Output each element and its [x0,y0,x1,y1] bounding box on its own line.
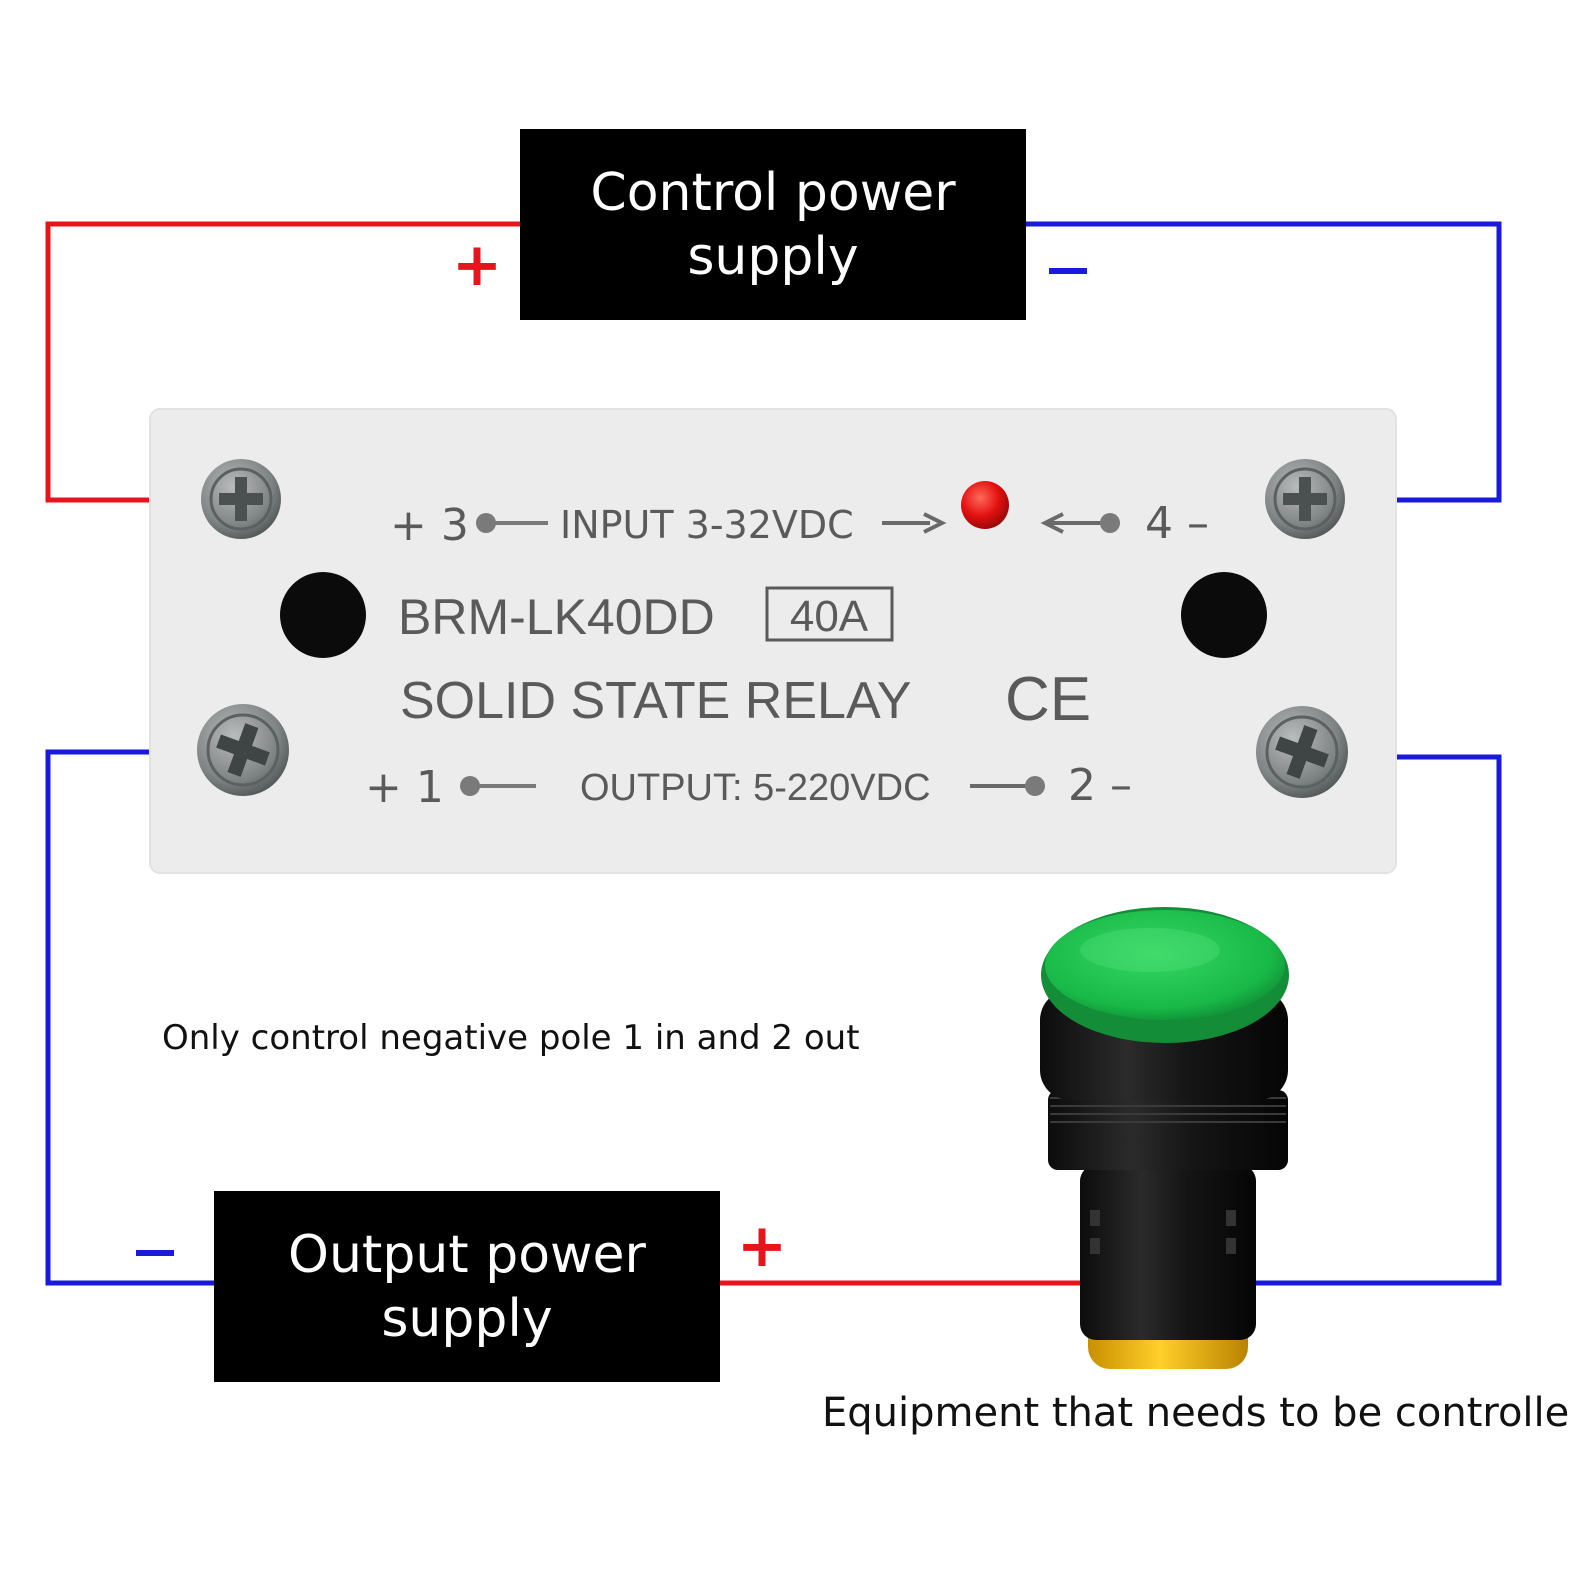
input-arrow-right-icon [923,512,947,534]
input-dot-right [1100,513,1120,533]
mounting-hole-right [1181,572,1267,658]
output-negative-wire-left [45,749,214,1286]
mounting-hole-left [280,572,366,658]
output-negative-wire-right [1245,754,1502,1286]
wiring-note: Only control negative pole 1 in and 2 ou… [162,1018,860,1058]
relay-rating: 40A [790,592,869,641]
screw-terminal-1 [197,704,289,796]
screw-terminal-3 [201,459,281,539]
control-positive-wire [45,221,520,503]
ce-mark: CE [1005,665,1091,734]
rating-box [765,586,894,642]
indicator-lamp-icon [1040,907,1289,1369]
input-arrow-left-icon [1040,512,1064,534]
control-power-supply-box: Control power supply [520,129,1026,320]
output-terminal-right-label: 2 – [1068,760,1132,811]
output-plus-sign: + [737,1211,787,1281]
control-minus-sign [1049,268,1087,274]
equipment-label: Equipment that needs to be controlled [822,1390,1569,1436]
output-power-supply-box: Output power supply [214,1191,720,1382]
screw-terminal-2 [1256,706,1348,798]
relay-type: SOLID STATE RELAY [400,672,911,730]
output-supply-line1: Output power [288,1224,646,1285]
control-plus-sign: + [452,230,502,300]
output-dot-right [1025,776,1045,796]
input-rating-label: INPUT 3-32VDC [560,503,854,547]
control-supply-line2: supply [687,226,859,287]
control-supply-line1: Control power [590,162,956,223]
screw-terminal-4 [1265,459,1345,539]
control-negative-wire [1026,221,1502,503]
relay-model: BRM-LK40DD [398,589,715,645]
output-terminal-left-label: + 1 [365,762,444,813]
indicator-led [961,481,1009,529]
solid-state-relay: + 3 INPUT 3-32VDC 4 – BRM-LK40DD 40A SOL… [149,408,1397,874]
input-terminal-right-label: 4 – [1145,498,1209,549]
input-terminal-left-label: + 3 [390,500,469,551]
output-minus-sign [136,1250,174,1256]
output-rating-label: OUTPUT: 5-220VDC [580,767,931,809]
output-supply-line2: supply [381,1288,553,1349]
